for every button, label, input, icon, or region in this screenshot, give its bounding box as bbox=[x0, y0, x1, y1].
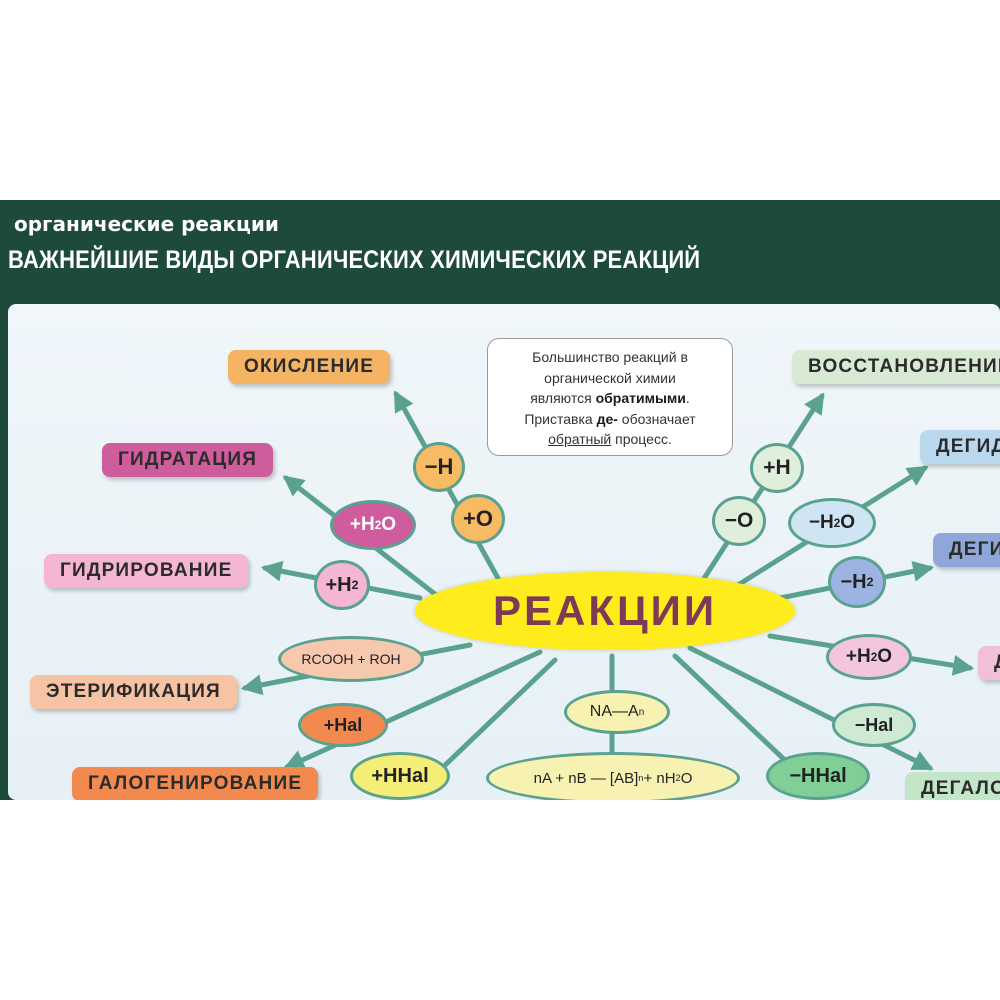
info-note: Большинство реакций в органической химии… bbox=[487, 338, 733, 456]
note-line-4: Приставка де- обозначает bbox=[524, 410, 696, 427]
label-halogenation: ГАЛОГЕНИРОВАНИЕ bbox=[72, 767, 319, 801]
arrow-oxidation bbox=[393, 390, 513, 603]
node-minus-hal: −Hal bbox=[832, 703, 916, 747]
top-blank bbox=[0, 0, 1000, 200]
label-dehydra-3: Д bbox=[978, 646, 1000, 680]
topic-heading: органические реакции bbox=[14, 212, 279, 236]
label-hydrogenation: ГИДРИРОВАНИЕ bbox=[44, 554, 249, 588]
note-line-5: обратный процесс. bbox=[548, 431, 672, 447]
label-reduction: ВОССТАНОВЛЕНИЕ bbox=[792, 350, 1000, 384]
label-esterification: ЭТЕРИФИКАЦИЯ bbox=[30, 675, 237, 709]
center-reactions: РЕАКЦИИ bbox=[415, 572, 795, 650]
node-rcooh-roh: RCOOH + ROH bbox=[278, 636, 424, 682]
note-line-2: органической химии bbox=[544, 369, 676, 386]
node-minus-hhal: −HHal bbox=[766, 752, 870, 800]
label-dehydro-2: ДЕГИ bbox=[933, 533, 1000, 567]
arrow-dehalo bbox=[687, 645, 934, 771]
label-oxidation: ОКИСЛЕНИЕ bbox=[228, 350, 391, 384]
node-plus-hal: +Hal bbox=[298, 703, 388, 747]
arrow-reduction bbox=[687, 392, 825, 603]
page-title: ВАЖНЕЙШИЕ ВИДЫ ОРГАНИЧЕСКИХ ХИМИЧЕСКИХ Р… bbox=[8, 246, 701, 274]
node-plus-o: +O bbox=[451, 494, 505, 544]
arrow-hhal-right bbox=[672, 653, 793, 768]
arrow-hhal-left bbox=[437, 657, 558, 773]
node-minus-h: −H bbox=[413, 442, 465, 492]
node-plus-h: +H bbox=[750, 443, 804, 493]
label-hydration: ГИДРАТАЦИЯ bbox=[102, 443, 274, 477]
note-line-3: являются обратимыми. bbox=[530, 390, 690, 406]
node-minus-o: −O bbox=[712, 496, 766, 546]
note-line-1: Большинство реакций в bbox=[532, 349, 688, 365]
label-dehydro-1: ДЕГИД bbox=[920, 430, 1000, 464]
bottom-blank bbox=[0, 800, 1000, 1000]
arrow-halogenation bbox=[283, 649, 543, 770]
node-plus-hhal: +HHal bbox=[350, 752, 450, 800]
